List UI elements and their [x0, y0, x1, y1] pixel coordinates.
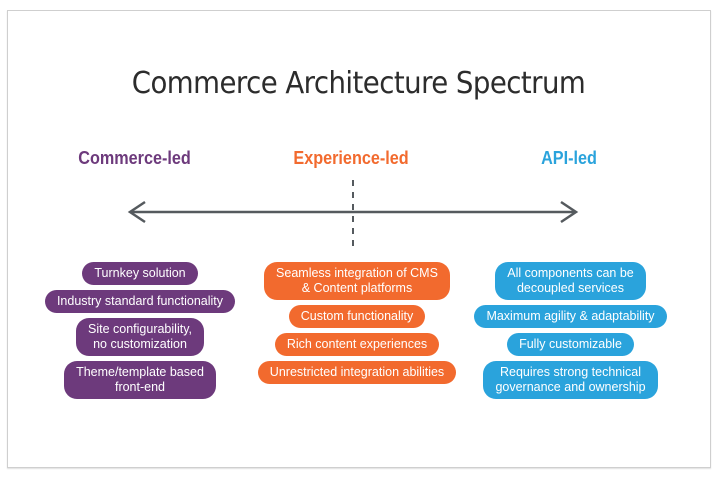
- label-api-led: API-led: [541, 148, 597, 168]
- experience-led-column: Seamless integration of CMS & Content pl…: [252, 262, 462, 384]
- commerce-led-column: Turnkey solution Industry standard funct…: [40, 262, 240, 399]
- experience-feature-pill: Seamless integration of CMS & Content pl…: [264, 262, 450, 300]
- diagram-title: Commerce Architecture Spectrum: [131, 66, 586, 101]
- api-led-column: All components can be decoupled services…: [468, 262, 673, 399]
- api-feature-pill: Requires strong technical governance and…: [483, 361, 658, 399]
- api-feature-pill: Maximum agility & adaptability: [474, 305, 667, 328]
- commerce-feature-pill: Site configurability, no customization: [76, 318, 204, 356]
- api-feature-pill: Fully customizable: [507, 333, 634, 356]
- right-arrowhead-icon: [560, 200, 579, 224]
- commerce-feature-pill: Theme/template based front-end: [64, 361, 216, 399]
- commerce-feature-pill: Industry standard functionality: [44, 290, 236, 313]
- label-commerce-led: Commerce-led: [78, 148, 191, 168]
- label-experience-led: Experience-led: [293, 148, 409, 168]
- experience-feature-pill: Rich content experiences: [274, 333, 440, 356]
- commerce-feature-pill: Turnkey solution: [82, 262, 198, 285]
- experience-feature-pill: Unrestricted integration abilities: [257, 361, 457, 384]
- left-arrowhead-icon: [127, 200, 146, 224]
- api-feature-pill: All components can be decoupled services: [495, 262, 646, 300]
- experience-feature-pill: Custom functionality: [288, 305, 426, 328]
